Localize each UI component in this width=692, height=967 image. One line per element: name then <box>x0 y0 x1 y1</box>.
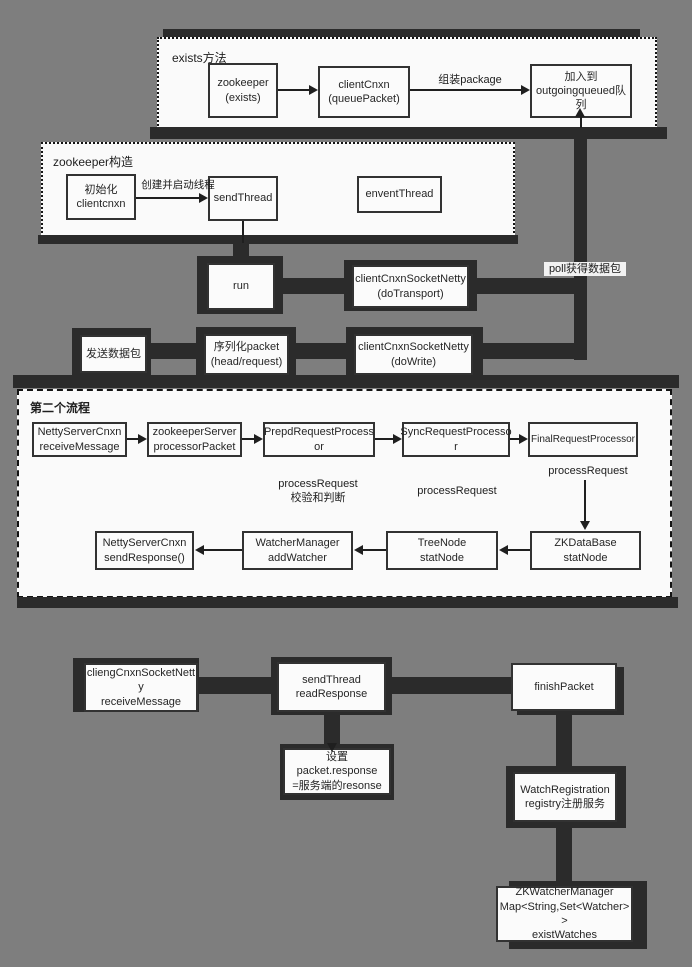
arrowhead-init-to-sendthread <box>199 193 208 203</box>
connector-dotransport-to-vertical-bar <box>475 278 576 294</box>
connector-readresponse-to-setresponse-bar <box>324 712 340 746</box>
zookeeper-constructor-section-title: zookeeper构造 <box>53 155 134 169</box>
connector-sendthread-to-run-bar <box>233 243 249 257</box>
node-finalrequestprocessor: FinalRequestProcessor <box>528 422 638 457</box>
shadow-bar-above-exists-section <box>163 29 640 37</box>
arrow-init-to-sendthread <box>136 197 200 199</box>
connector-serialize-to-sendpacket-bar <box>147 343 206 359</box>
node-sendthread-readresponse: sendThread readResponse <box>277 662 386 712</box>
arrowhead-receive-to-processor <box>138 434 147 444</box>
arrow-sync-to-final <box>510 438 520 440</box>
line-sendthread-down <box>242 221 244 243</box>
connector-vertical-to-dowrite-bar <box>481 343 576 359</box>
arrowhead-processor-to-prepd <box>254 434 263 444</box>
connector-readresponse-to-finishpacket-bar <box>386 677 512 694</box>
node-treenode-statnode: TreeNode statNode <box>386 531 498 570</box>
connector-clientreceive-to-readresponse-bar <box>198 677 278 694</box>
node-sendthread: sendThread <box>208 176 278 221</box>
node-nettyservercnxn-sendresponse: NettyServerCnxn sendResponse() <box>95 531 194 570</box>
shadow-bar-above-second-flow-section <box>13 375 679 388</box>
edge-label-create-start-thread: 创建并启动线程 <box>141 179 215 191</box>
node-nettyservercnxn-receivemessage: NettyServerCnxn receiveMessage <box>32 422 127 457</box>
arrowhead-watcher-to-sendresponse <box>195 545 204 555</box>
node-finishpacket: finishPacket <box>511 663 617 711</box>
node-cliengcnxnsocketnetty-receivemessage: cliengCnxnSocketNett y receiveMessage <box>84 663 198 712</box>
edge-label-processrequest-2: processRequest <box>417 485 497 497</box>
node-zkwatchermanager: ZKWatcherManager Map<String,Set<Watcher>… <box>496 886 633 942</box>
node-set-packet-response: 设置packet.response =服务端的resonse <box>283 748 391 795</box>
node-prepdrequestprocessor: PrepdRequestProcess or <box>263 422 375 457</box>
arrow-watcher-to-sendresponse <box>203 549 242 551</box>
arrow-prepd-to-sync <box>375 438 394 440</box>
second-flow-section-title: 第二个流程 <box>30 401 91 415</box>
node-serialize-packet: 序列化packet (head/request) <box>204 334 289 375</box>
node-send-packet: 发送数据包 <box>80 335 147 373</box>
arrowhead-into-setresponse <box>327 743 337 752</box>
edge-label-processrequest-check: processRequest 校验和判断 <box>278 478 358 505</box>
edge-label-processrequest-3: processRequest <box>548 465 628 477</box>
node-zookeeperserver-processorpacket: zookeeperServer processorPacket <box>147 422 242 457</box>
connector-run-to-dotransport-bar <box>281 278 346 294</box>
node-clientcnxnsocketnetty-dowrite: clientCnxnSocketNetty (doWrite) <box>354 334 473 375</box>
arrow-poll-up-into-queue <box>580 117 582 128</box>
arrowhead-poll-up-into-queue <box>575 108 585 117</box>
shadow-bar-below-exists-section <box>150 127 667 139</box>
shadow-bar-below-second-flow-section <box>17 597 678 608</box>
node-watchregistration: WatchRegistration registry注册服务 <box>513 772 617 822</box>
arrow-treenode-to-watcher <box>362 549 386 551</box>
arrow-zookeeper-to-clientcnxn <box>278 89 310 91</box>
connector-queue-vertical-bar <box>574 128 587 360</box>
arrow-receive-to-processor <box>127 438 139 440</box>
edge-label-poll-get-packet: poll获得数据包 <box>544 262 626 277</box>
arrowhead-zookeeper-to-clientcnxn <box>309 85 318 95</box>
node-init-clientcnxn: 初始化 clientcnxn <box>66 174 136 220</box>
arrow-processor-to-prepd <box>242 438 255 440</box>
arrowhead-treenode-to-watcher <box>354 545 363 555</box>
node-run: run <box>207 263 275 310</box>
node-clientcnxn-queuepacket: clientCnxn (queuePacket) <box>318 66 410 118</box>
node-syncrequestprocessor: SyncRequestProcesso r <box>400 422 512 457</box>
node-clientcnxnsocketnetty-dotransport: clientCnxnSocketNetty (doTransport) <box>352 265 469 308</box>
arrow-clientcnxn-to-queue <box>410 89 521 91</box>
exists-method-section-title: exists方法 <box>172 51 227 65</box>
arrowhead-clientcnxn-to-queue <box>521 85 530 95</box>
arrowhead-zkdatabase-to-treenode <box>499 545 508 555</box>
arrow-final-to-zkdatabase <box>584 480 586 522</box>
arrowhead-prepd-to-sync <box>393 434 402 444</box>
arrow-zkdatabase-to-treenode <box>507 549 530 551</box>
arrowhead-final-to-zkdatabase <box>580 521 590 530</box>
edge-label-assemble-package: 组装package <box>438 74 502 86</box>
node-watchermanager-addwatcher: WatcherManager addWatcher <box>242 531 353 570</box>
arrowhead-sync-to-final <box>519 434 528 444</box>
node-enventthread: enventThread <box>357 176 442 213</box>
shadow-bar-below-constructor-section <box>38 235 518 244</box>
node-zkdatabase-statnode: ZKDataBase statNode <box>530 531 641 570</box>
node-zookeeper-exists: zookeeper (exists) <box>208 63 278 118</box>
connector-dowrite-to-serialize-bar <box>294 343 356 359</box>
